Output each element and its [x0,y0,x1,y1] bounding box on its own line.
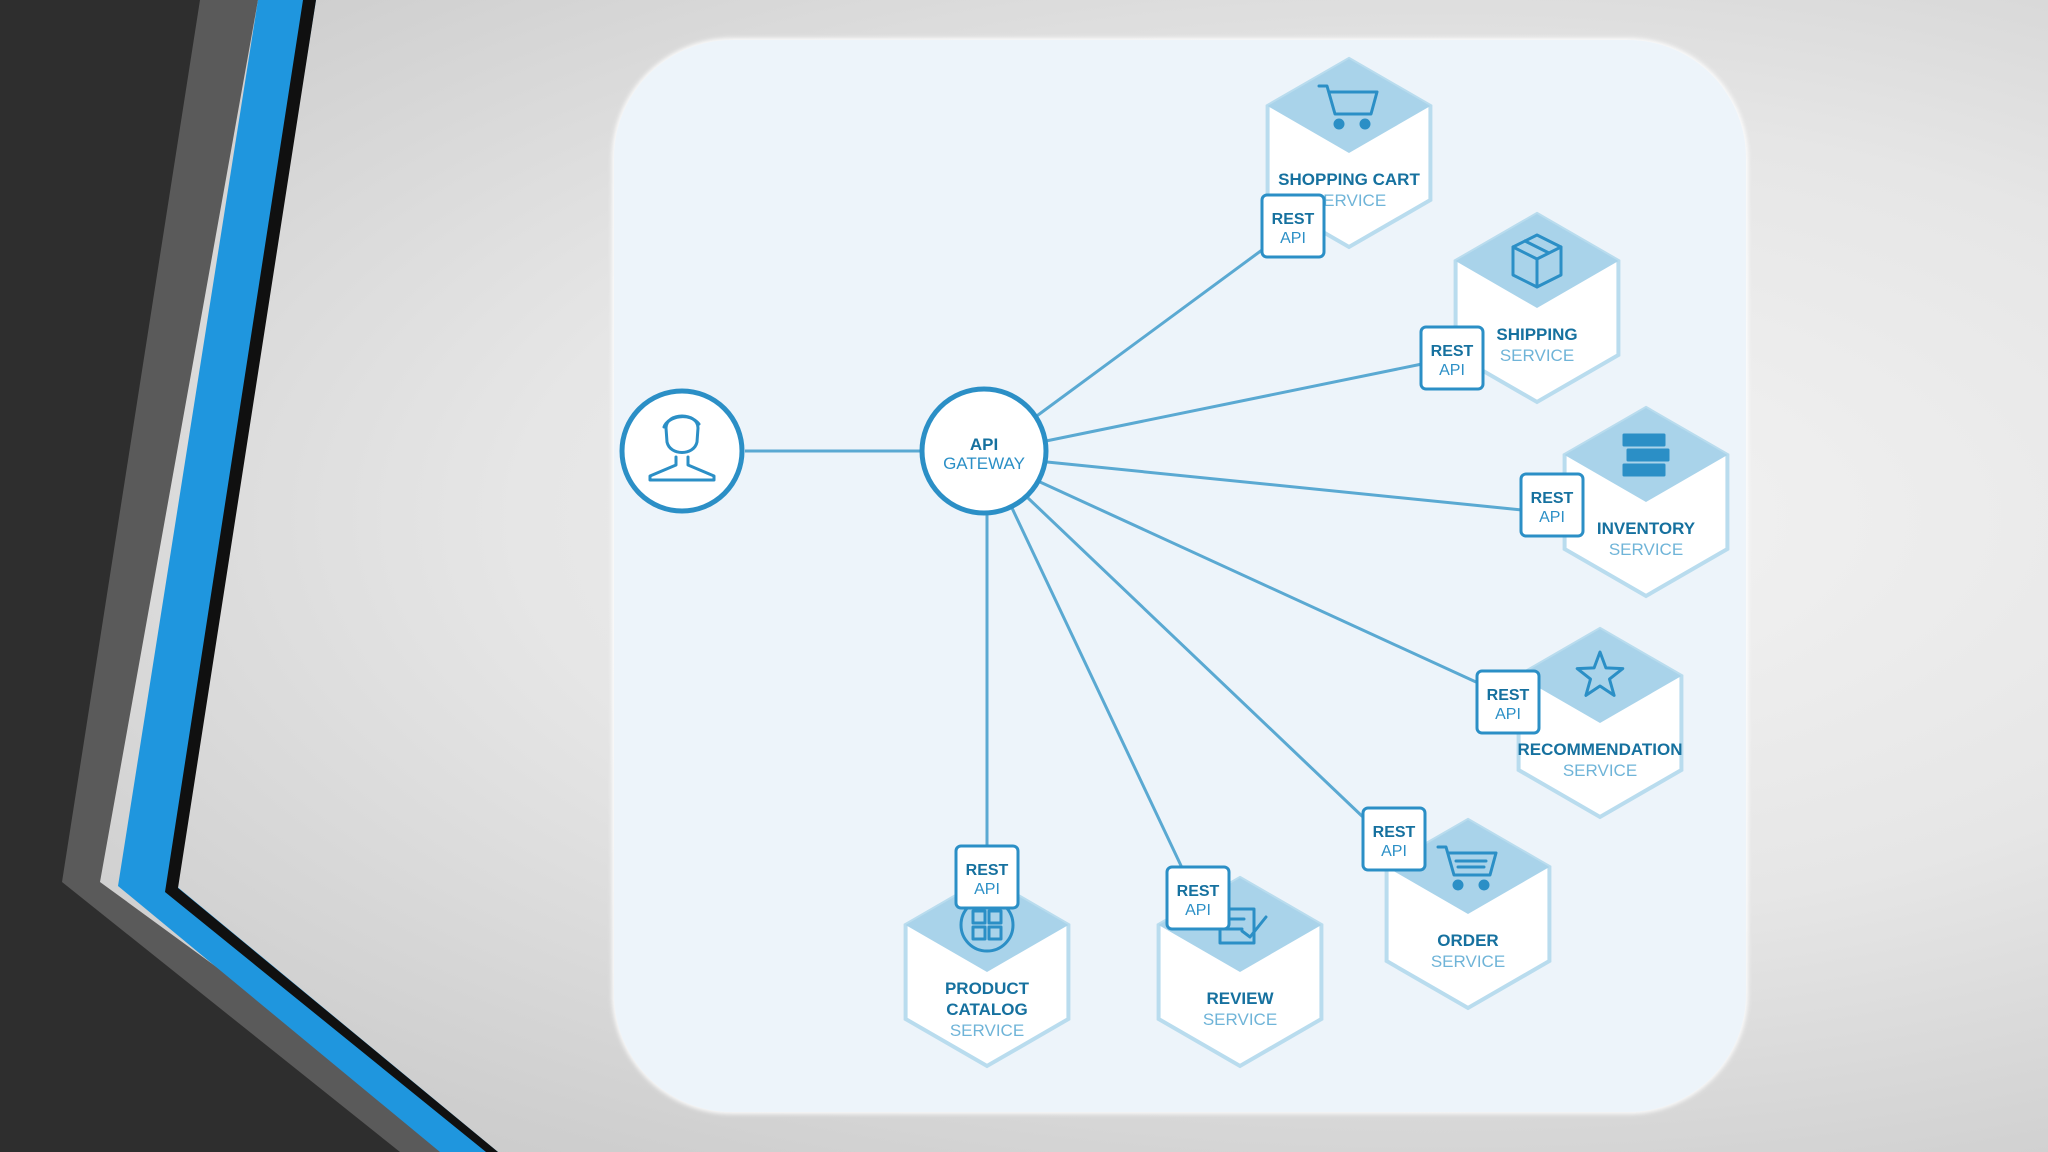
rest-badge-label-line2: API [1539,509,1565,526]
api-gateway-node[interactable]: API GATEWAY [922,389,1046,513]
rest-api-badge-inventory: REST API [1521,474,1583,536]
rest-badge-label-line2: API [1381,843,1407,860]
service-name-recommendation: RECOMMENDATION [1518,740,1683,759]
rest-badge-label-line2: API [1280,230,1306,247]
rest-badge-label-line1: REST [1531,490,1574,507]
service-type-label: SERVICE [1500,346,1574,365]
service-type-label: SERVICE [950,1021,1024,1040]
rest-badge-label-line2: API [1495,706,1521,723]
rest-api-badge-product-catalog: REST API [956,846,1018,908]
service-name-inventory: INVENTORY [1597,519,1696,538]
service-name-order: ORDER [1437,931,1498,950]
service-name-product-catalog-1: PRODUCT [945,979,1030,998]
rest-api-badge-shopping-cart: REST API [1262,195,1324,257]
service-type-label: SERVICE [1563,761,1637,780]
rest-badge-label-line1: REST [966,862,1009,879]
rest-api-badge-shipping: REST API [1421,327,1483,389]
service-name-shipping: SHIPPING [1496,325,1577,344]
rest-badge-label-line2: API [1185,902,1211,919]
rest-api-badge-recommendation: REST API [1477,671,1539,733]
rest-badge-label-line2: API [1439,362,1465,379]
gateway-label-line1: API [970,435,998,454]
rest-badge-label-line1: REST [1177,883,1220,900]
rest-badge-label-line1: REST [1272,211,1315,228]
service-name-shopping-cart: SHOPPING CART [1278,170,1420,189]
rest-api-badge-order: REST API [1363,808,1425,870]
service-type-label: SERVICE [1431,952,1505,971]
rest-badge-label-line2: API [974,881,1000,898]
rest-badge-label-line1: REST [1487,687,1530,704]
stack-icon [1624,435,1668,475]
rest-api-badge-review: REST API [1167,867,1229,929]
service-type-label: SERVICE [1203,1010,1277,1029]
user-node [622,391,742,511]
rest-badge-label-line1: REST [1373,824,1416,841]
rest-badge-label-line1: REST [1431,343,1474,360]
service-type-label: SERVICE [1609,540,1683,559]
service-name-product-catalog-2: CATALOG [946,1000,1028,1019]
gateway-label-line2: GATEWAY [943,454,1025,473]
service-name-review: REVIEW [1206,989,1274,1008]
